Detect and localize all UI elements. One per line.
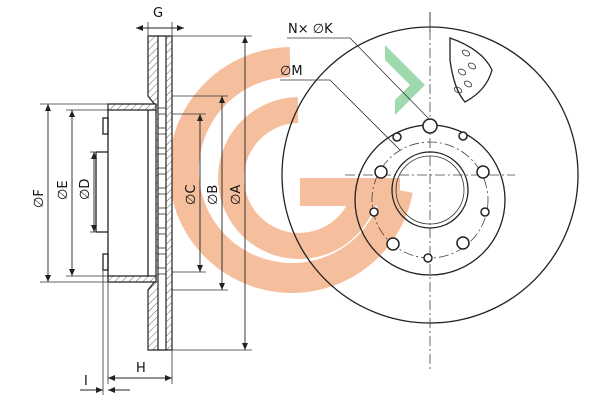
dimension-lines [40, 12, 431, 395]
label-a: ∅A [229, 185, 244, 205]
hat-body [107, 107, 149, 279]
bolt-hole [456, 236, 470, 250]
cooling-vanes [157, 35, 167, 351]
label-h: H [136, 361, 146, 376]
bolt-hole [422, 118, 438, 134]
label-d: ∅D [78, 179, 93, 200]
bolt-hole [476, 165, 490, 179]
label-e: ∅E [56, 180, 71, 200]
bolt-hole [423, 253, 433, 263]
label-g: G [153, 6, 163, 21]
label-b: ∅B [206, 185, 221, 205]
bolt-hole [386, 237, 400, 251]
label-i: I [84, 374, 88, 389]
label-c: ∅C [184, 185, 199, 205]
disc-side-section [95, 35, 173, 351]
label-m: ∅M [280, 64, 303, 79]
k-leader [287, 37, 431, 121]
label-f: ∅F [32, 189, 47, 208]
vent-cutaway [449, 37, 493, 103]
bolt-hole [480, 207, 490, 217]
bolt-hole [458, 131, 468, 141]
bolt-hole [374, 165, 388, 179]
outer-friction-plate [147, 35, 159, 351]
center-bore-inner [395, 155, 465, 225]
bolt-hole [392, 132, 402, 142]
label-n-k: N× ∅K [288, 22, 333, 37]
bolt-hole [369, 207, 379, 217]
disc-front-view [280, 12, 579, 370]
center-bore [391, 151, 469, 229]
dimension-labels: G N× ∅K ∅M ∅F ∅E ∅D ∅C ∅B ∅A H I [32, 6, 333, 389]
inner-friction-plate [165, 35, 173, 351]
m-leader [280, 79, 401, 151]
watermark-logo [168, 45, 425, 293]
